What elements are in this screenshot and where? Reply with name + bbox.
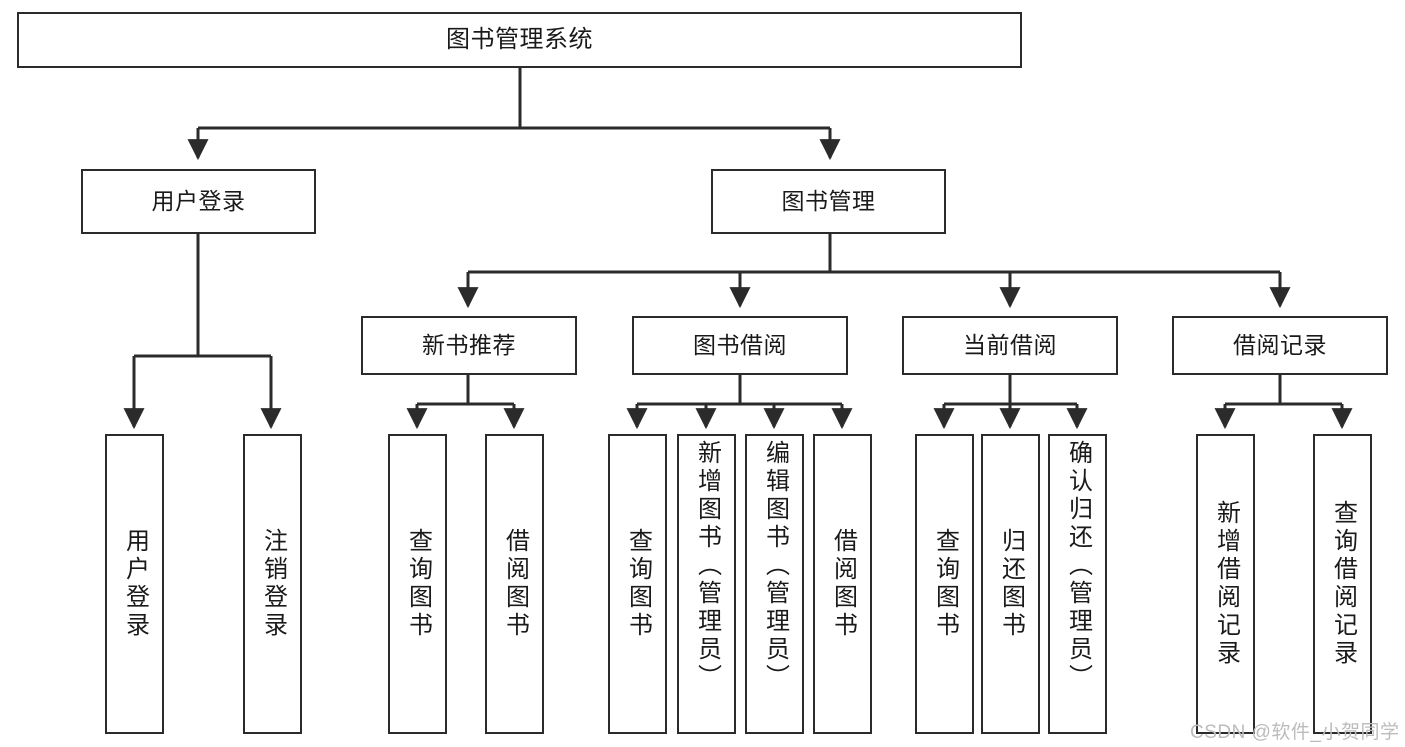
node-leaf-query-book-2[interactable]: 查询图书 — [608, 434, 667, 734]
node-user-login[interactable]: 用户登录 — [81, 169, 316, 234]
node-leaf-return-book[interactable]: 归还图书 — [981, 434, 1040, 734]
node-leaf-borrow-book-2[interactable]: 借阅图书 — [813, 434, 872, 734]
node-leaf-edit-book-label: 编辑图书（管理员） — [761, 440, 789, 692]
node-root-label: 图书管理系统 — [446, 25, 593, 53]
node-leaf-edit-book[interactable]: 编辑图书（管理员） — [745, 434, 804, 734]
node-book-management-label: 图书管理 — [781, 187, 876, 214]
node-leaf-query-borrow-record[interactable]: 查询借阅记录 — [1313, 434, 1372, 734]
node-book-borrow-label: 图书借阅 — [693, 331, 787, 358]
node-leaf-add-borrow-record[interactable]: 新增借阅记录 — [1196, 434, 1255, 734]
node-current-borrow-label: 当前借阅 — [963, 331, 1057, 358]
node-borrow-record-label: 借阅记录 — [1233, 331, 1327, 358]
node-leaf-user-login-label: 用户登录 — [121, 528, 149, 640]
node-leaf-add-book[interactable]: 新增图书（管理员） — [677, 434, 736, 734]
node-leaf-confirm-return[interactable]: 确认归还（管理员） — [1048, 434, 1107, 734]
node-leaf-borrow-book-2-label: 借阅图书 — [829, 528, 857, 640]
node-leaf-user-login[interactable]: 用户登录 — [105, 434, 164, 734]
node-book-borrow[interactable]: 图书借阅 — [632, 316, 848, 375]
node-new-book-recommend[interactable]: 新书推荐 — [361, 316, 577, 375]
node-borrow-record[interactable]: 借阅记录 — [1172, 316, 1388, 375]
node-leaf-user-logout[interactable]: 注销登录 — [243, 434, 302, 734]
node-leaf-borrow-book-1-label: 借阅图书 — [501, 528, 529, 640]
node-leaf-return-book-label: 归还图书 — [997, 528, 1025, 640]
node-leaf-user-logout-label: 注销登录 — [259, 528, 287, 640]
node-leaf-confirm-return-label: 确认归还（管理员） — [1064, 440, 1092, 692]
node-leaf-query-book-3-label: 查询图书 — [931, 528, 959, 640]
node-current-borrow[interactable]: 当前借阅 — [902, 316, 1118, 375]
node-new-book-recommend-label: 新书推荐 — [422, 331, 516, 358]
node-leaf-add-book-label: 新增图书（管理员） — [693, 440, 721, 692]
node-leaf-borrow-book-1[interactable]: 借阅图书 — [485, 434, 544, 734]
node-leaf-query-book-1-label: 查询图书 — [404, 528, 432, 640]
node-leaf-query-book-1[interactable]: 查询图书 — [388, 434, 447, 734]
node-leaf-query-book-2-label: 查询图书 — [624, 528, 652, 640]
node-leaf-query-borrow-record-label: 查询借阅记录 — [1329, 500, 1357, 668]
node-leaf-add-borrow-record-label: 新增借阅记录 — [1212, 500, 1240, 668]
node-user-login-label: 用户登录 — [151, 187, 246, 214]
node-leaf-query-book-3[interactable]: 查询图书 — [915, 434, 974, 734]
csdn-watermark: CSDN @软件_小贺同学 — [1190, 722, 1400, 743]
node-root[interactable]: 图书管理系统 — [17, 12, 1022, 68]
node-book-management[interactable]: 图书管理 — [711, 169, 946, 234]
